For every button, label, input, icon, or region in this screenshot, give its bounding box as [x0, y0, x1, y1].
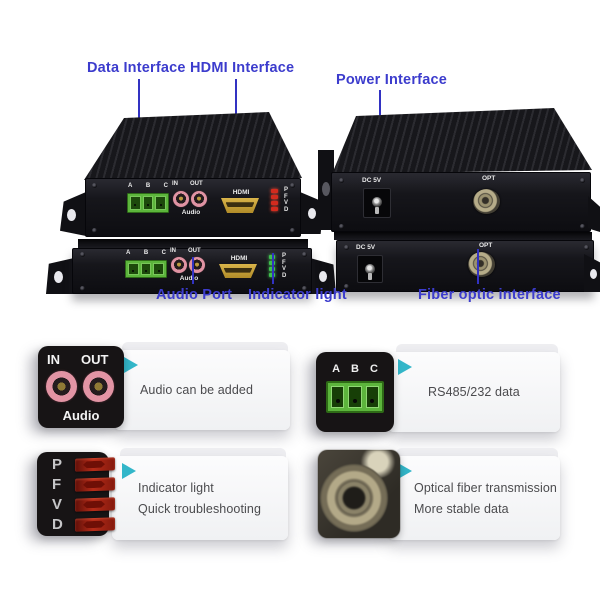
audio-in-label: IN [170, 248, 176, 254]
pointer-line-indicator [272, 253, 274, 284]
callout-card-audio: Audio can be added [114, 350, 290, 430]
mounting-ear [588, 196, 600, 232]
power-label: DC 5V [362, 177, 382, 184]
audio-jack-out [191, 191, 207, 207]
optical-connector [473, 189, 500, 214]
callout-text: Optical fiber transmission [414, 480, 557, 495]
label-hdmi-interface: HDMI Interface [190, 60, 295, 76]
mounting-bracket [318, 150, 334, 230]
callout-card-fiber: Optical fiber transmission More stable d… [388, 456, 560, 540]
audio-jack-in [46, 371, 77, 402]
led-lens [75, 457, 115, 472]
device-top-surface-rear-upper [332, 108, 592, 174]
label-audio-port: Audio Port [156, 287, 233, 303]
callout-card-rs485: RS485/232 data [388, 352, 560, 432]
audio-caption: Audio [62, 408, 100, 423]
play-icon [122, 463, 136, 479]
mounting-ear [310, 258, 336, 294]
power-jack [363, 188, 391, 218]
device-top-edge-rear-lower [334, 232, 592, 240]
power-label: DC 5V [356, 244, 376, 251]
callout-text: Quick troubleshooting [138, 501, 262, 516]
label-power-interface: Power Interface [336, 72, 447, 88]
audio-out-label: OUT [190, 181, 203, 187]
label-indicator-light: Indicator light [248, 287, 347, 303]
play-icon [398, 359, 412, 375]
led-lens [75, 477, 115, 492]
thumbnail-audio-ports: IN OUT Audio [38, 346, 124, 428]
thumbnail-optical-connector [318, 450, 400, 538]
led-indicators-red [271, 189, 278, 211]
audio-jack-in [171, 257, 187, 273]
callout-text: More stable data [414, 501, 509, 516]
audio-out-label: OUT [188, 248, 201, 254]
label-data-interface: Data Interface [87, 60, 186, 76]
audio-caption: Audio [181, 209, 201, 216]
label-fiber-optic: Fiber optic interface [418, 287, 561, 303]
audio-jack-in [173, 191, 189, 207]
power-jack [357, 255, 383, 283]
audio-in-label: IN [172, 181, 178, 187]
data-terminal-block [125, 260, 167, 278]
callout-text: Audio can be added [140, 383, 254, 397]
callout-text: Indicator light [138, 480, 214, 495]
hdmi-caption: HDMI [232, 189, 250, 196]
optical-label: OPT [482, 175, 496, 182]
hdmi-caption: HDMI [230, 255, 248, 262]
audio-caption: Audio [179, 275, 199, 282]
audio-jack-out [83, 371, 114, 402]
optical-connector [468, 252, 495, 277]
led-lens [75, 497, 115, 512]
callout-card-indicator: Indicator light Quick troubleshooting [112, 456, 288, 540]
led-lens [75, 517, 115, 532]
hdmi-port [219, 264, 257, 278]
hdmi-port [221, 198, 259, 213]
pointer-line-fiber [477, 249, 479, 284]
mounting-ear [46, 258, 74, 294]
mounting-ear [60, 192, 86, 236]
data-terminal-block [127, 193, 169, 213]
callout-text: RS485/232 data [428, 385, 520, 399]
device-top-edge-front-lower [78, 239, 308, 248]
device-top-surface-front-upper [84, 112, 302, 180]
optical-label: OPT [479, 242, 493, 249]
optical-connector-photo [318, 450, 400, 538]
audio-in-label: IN [47, 352, 60, 367]
pointer-line-audio [192, 257, 194, 284]
audio-out-label: OUT [81, 352, 109, 367]
play-icon [398, 463, 412, 479]
play-icon [124, 357, 138, 373]
mounting-ear [584, 254, 600, 292]
front-panel-upper [85, 178, 301, 237]
data-terminal-block [326, 381, 384, 413]
